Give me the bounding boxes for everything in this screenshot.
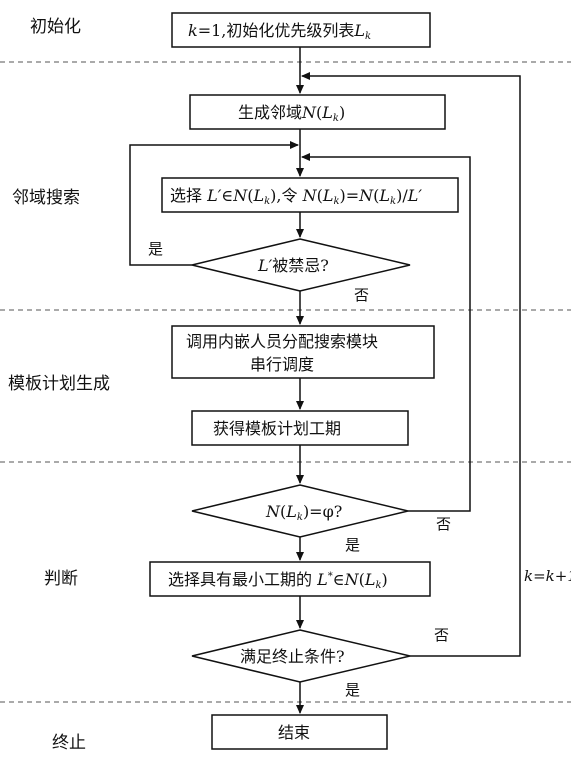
stop-no-label: 否 [434, 626, 449, 644]
call-module-line2: 串行调度 [250, 355, 314, 374]
select-box-text: 选择 L′∈N(Lk),令 N(Lk)=N(Lk)/L′ [170, 186, 422, 207]
call-module-line1: 调用内嵌人员分配搜索模块 [186, 332, 378, 351]
init-box [171, 12, 431, 48]
loop-empty-no [301, 153, 471, 512]
empty-no-label: 否 [436, 515, 451, 533]
stop-check-text: 满足终止条件? [240, 647, 345, 666]
select-best-text: 选择具有最小工期的 L*∈N(Lk) [168, 570, 388, 591]
call-search-module-box [171, 325, 435, 379]
stage-init-label: 初始化 [30, 17, 81, 37]
tabu-text: L′被禁忌? [257, 256, 329, 275]
loop-stop-no [301, 72, 521, 657]
tabu-yes-label: 是 [148, 240, 163, 258]
select-best-box [149, 561, 431, 597]
generate-neighborhood-box [189, 94, 446, 130]
increment-label: k=k+1 [524, 567, 571, 585]
init-box-text: k=1,初始化优先级列表Lk [188, 21, 371, 42]
empty-check-diamond [191, 484, 409, 538]
template-plan-box [191, 410, 409, 446]
stage-judge-label: 判断 [44, 569, 78, 589]
stage-terminate-label: 终止 [52, 733, 86, 753]
stop-yes-label: 是 [345, 681, 360, 699]
loop-tabu-yes [129, 141, 299, 266]
empty-yes-label: 是 [345, 536, 360, 554]
stage-neighborhood-label: 邻域搜索 [12, 188, 80, 208]
template-plan-text: 获得模板计划工期 [213, 419, 341, 438]
tabu-no-label: 否 [354, 286, 369, 304]
end-box [211, 714, 388, 750]
stage-template-label: 模板计划生成 [8, 374, 110, 394]
generate-box-text: 生成邻域N(Lk) [238, 103, 345, 124]
end-text: 结束 [278, 723, 310, 742]
empty-check-text: N(Lk)=φ? [265, 502, 342, 523]
select-candidate-box [161, 177, 459, 213]
